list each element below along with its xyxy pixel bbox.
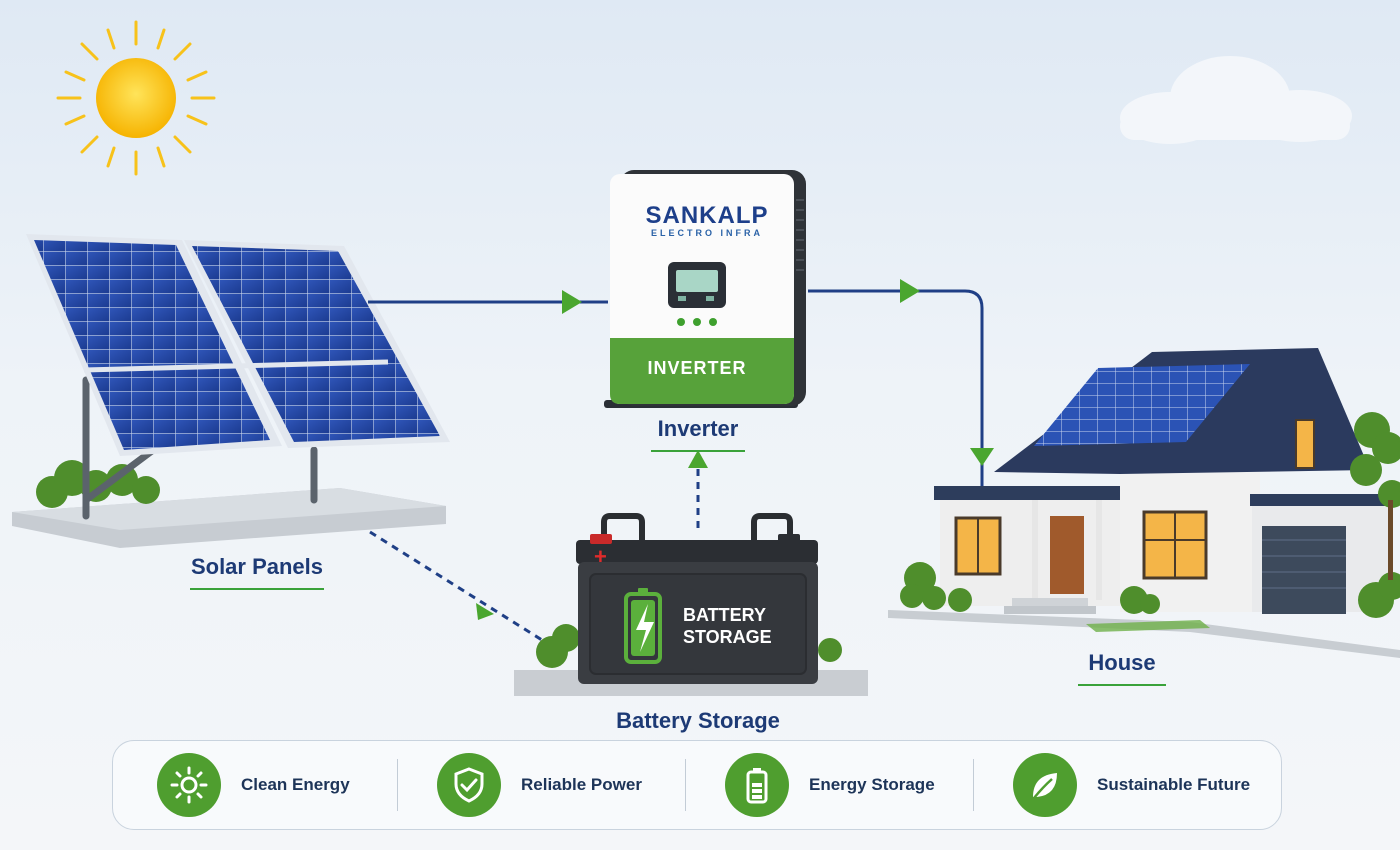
battery-illustration: + <box>514 513 868 696</box>
window-lit <box>1295 419 1315 469</box>
inverter-to-house-line <box>808 289 984 490</box>
solar-panels-label-text: Solar Panels <box>190 554 324 579</box>
benefit-label: Sustainable Future <box>1097 775 1251 794</box>
front-door <box>1050 516 1084 594</box>
battery-device-line2: STORAGE <box>683 627 772 647</box>
battery-storage-label-text: Battery Storage <box>616 708 780 733</box>
cloud-illustration <box>1120 56 1352 144</box>
garage-door <box>1262 526 1346 614</box>
bushes-left <box>36 460 160 508</box>
sun-icon <box>157 753 221 817</box>
benefit-clean-energy: Clean Energy <box>157 741 350 829</box>
benefit-energy-storage: Energy Storage <box>725 741 935 829</box>
battery-storage-label: Battery Storage <box>596 708 800 734</box>
arrow-diagonal-icon <box>476 603 494 620</box>
label-underline <box>1078 684 1166 686</box>
status-led <box>677 318 685 326</box>
inverter-brand: SANKALP <box>645 202 769 229</box>
solar-panel-base <box>12 488 446 548</box>
arrow-right-icon <box>900 279 920 303</box>
label-underline <box>651 450 745 452</box>
benefit-sustainable-future: Sustainable Future <box>1013 741 1250 829</box>
benefit-label: Reliable Power <box>521 775 642 794</box>
benefit-reliable-power: Reliable Power <box>437 741 642 829</box>
sun-illustration <box>56 20 216 176</box>
house-label: House <box>1062 650 1182 686</box>
battery-device-line1: BATTERY <box>683 605 766 625</box>
benefit-divider <box>973 759 974 811</box>
arrow-up-icon <box>688 450 708 468</box>
benefit-divider <box>685 759 686 811</box>
benefit-label: Energy Storage <box>809 775 935 794</box>
battery-charge-icon <box>624 588 662 664</box>
status-led <box>693 318 701 326</box>
inverter-tag: INVERTER <box>647 358 747 378</box>
benefits-bar: Clean Energy Reliable Power Energy Stora… <box>112 740 1282 830</box>
inverter-label-text: Inverter <box>657 416 739 441</box>
label-underline <box>190 588 324 590</box>
inverter-illustration <box>604 170 806 408</box>
leaf-icon <box>1013 753 1077 817</box>
flow-arrows <box>476 279 994 620</box>
rooftop-solar-panel <box>1034 364 1250 446</box>
house-label-text: House <box>1088 650 1156 675</box>
inverter-brand-sub: ELECTRO INFRA <box>651 228 763 238</box>
benefit-label: Clean Energy <box>241 775 350 794</box>
arrow-right-icon <box>562 290 582 314</box>
solar-to-battery-line <box>369 530 543 642</box>
inverter-label: Inverter <box>632 416 764 452</box>
solar-panels-label: Solar Panels <box>182 554 332 590</box>
shield-check-icon <box>437 753 501 817</box>
arrow-down-icon <box>970 448 994 466</box>
status-led <box>709 318 717 326</box>
solar-panels-illustration <box>26 234 450 456</box>
battery-icon <box>725 753 789 817</box>
benefit-divider <box>397 759 398 811</box>
battery-device-text: BATTERY STORAGE <box>683 604 772 648</box>
house-illustration <box>888 348 1400 658</box>
